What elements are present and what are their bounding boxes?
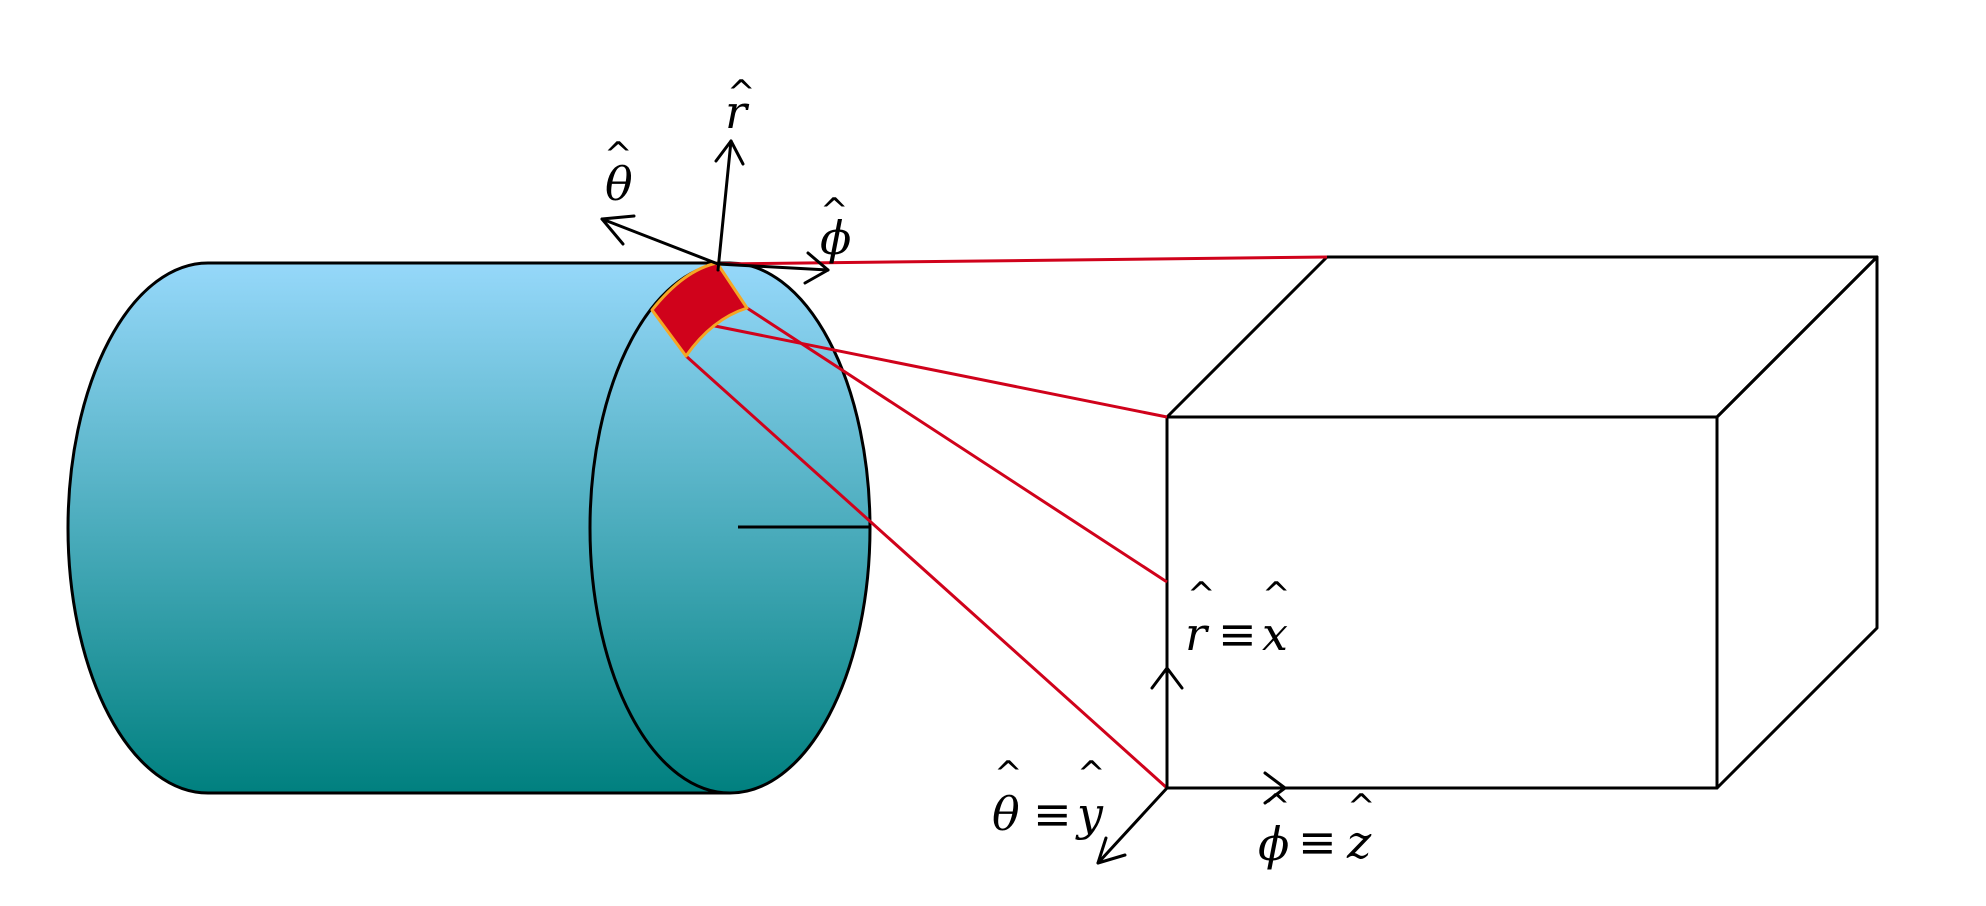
- box-theta-label: ^ θ ≡ ^ y: [992, 754, 1106, 841]
- mapping-line: [746, 306, 1168, 584]
- box-axes: [1096, 666, 1287, 865]
- x-hat-symbol: x: [1262, 607, 1288, 661]
- hat-symbol: ^: [994, 754, 1023, 794]
- y-hat-symbol: y: [1075, 787, 1104, 841]
- equiv-symbol: ≡: [1218, 607, 1257, 661]
- hat-symbol: ^: [1262, 787, 1291, 827]
- cylinder-phi-label: ^ ϕ: [820, 191, 851, 265]
- mapping-line: [684, 354, 1169, 790]
- phi-hat-symbol: ϕ: [820, 211, 851, 265]
- mapping-line: [709, 323, 1168, 419]
- surface-patch: [650, 261, 749, 358]
- cylinder: [66, 261, 872, 795]
- r-hat-symbol: r: [725, 85, 750, 139]
- hat-symbol: ^: [1347, 787, 1376, 827]
- hat-symbol: ^: [1077, 754, 1106, 794]
- box-phi-label: ^ ϕ ≡ ^ z: [1258, 787, 1376, 871]
- cylinder-axes: [600, 139, 830, 285]
- box: [1165, 255, 1879, 790]
- mapping-line: [719, 255, 1328, 266]
- hat-symbol: ^: [1262, 575, 1291, 615]
- hat-symbol: ^: [727, 73, 756, 113]
- equiv-symbol: ≡: [1033, 787, 1072, 841]
- box-theta-arrow: [1096, 786, 1169, 865]
- hat-symbol: ^: [1187, 575, 1216, 615]
- hat-symbol: ^: [604, 135, 633, 175]
- box-r-label: ^ r ≡ ^ x: [1185, 575, 1291, 661]
- cylinder-body: [68, 263, 870, 793]
- cylinder-theta-label: ^ θ: [604, 135, 633, 211]
- r-hat-symbol: r: [1185, 607, 1210, 661]
- theta-hat-symbol: θ: [992, 787, 1020, 841]
- box-right-face: [1715, 255, 1879, 790]
- equiv-symbol: ≡: [1298, 815, 1337, 869]
- mapping-lines: [684, 255, 1328, 790]
- cylinder-r-arrow: [714, 139, 745, 272]
- box-r-arrow: [1150, 666, 1184, 790]
- phi-hat-symbol: ϕ: [1258, 817, 1289, 871]
- cylinder-r-label: ^ r: [725, 73, 756, 139]
- theta-hat-symbol: θ: [605, 157, 633, 211]
- hat-symbol: ^: [820, 191, 849, 231]
- cylinder-phi-arrow: [716, 251, 830, 285]
- z-hat-symbol: z: [1346, 815, 1372, 869]
- box-front-face: [1165, 415, 1719, 790]
- box-top-face: [1165, 255, 1879, 419]
- box-phi-arrow: [1165, 771, 1287, 805]
- cylinder-theta-arrow: [600, 214, 720, 266]
